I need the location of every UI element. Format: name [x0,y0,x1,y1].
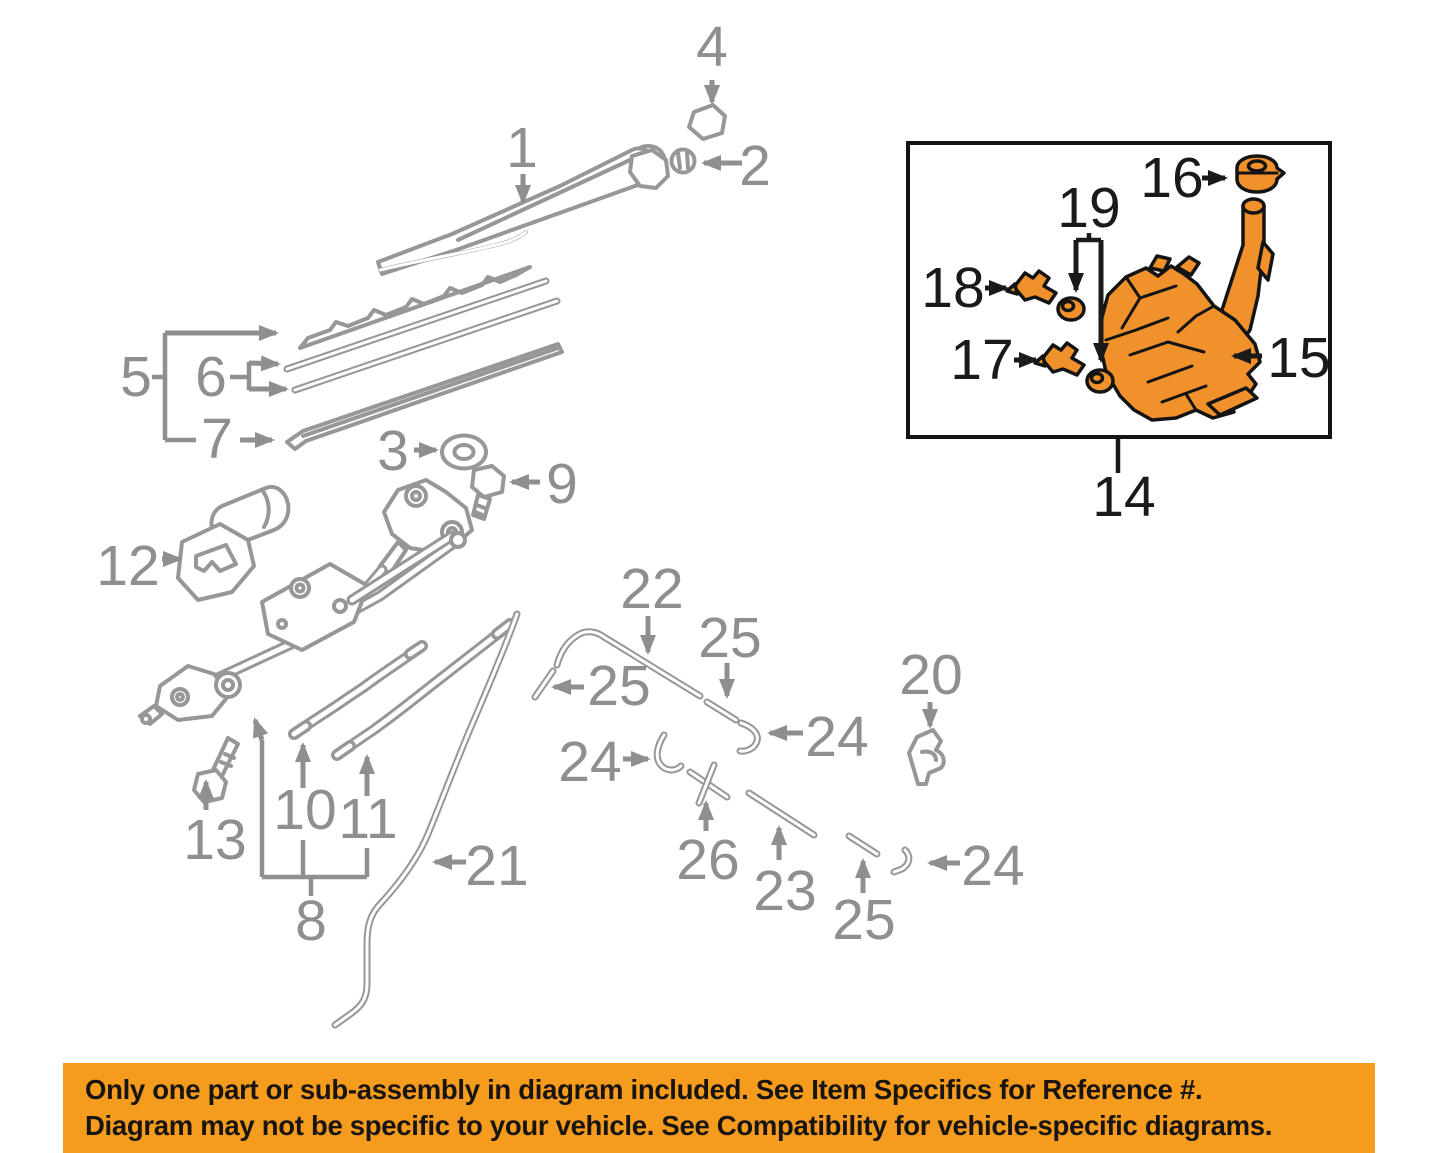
callout-1: 1 [506,116,538,180]
hose-elbow-24a [736,719,761,755]
washer-hose-22 [553,628,704,700]
pivot-washer [440,433,488,471]
callout-4: 4 [696,15,728,79]
callout-18: 18 [921,256,984,320]
callout-24a: 24 [805,705,868,769]
callout-26: 26 [676,828,739,892]
hose-connector-26 [686,761,731,807]
wiper-blade [298,265,532,350]
callout-22: 22 [620,557,683,621]
callout-19: 19 [1057,176,1120,240]
callout-13: 13 [183,808,246,872]
callout-12: 12 [96,534,159,598]
callout-3: 3 [377,419,409,483]
link-rod-10 [288,640,428,740]
callout-6: 6 [195,345,227,409]
callout-17: 17 [950,328,1013,392]
hose-joint-25a [531,667,557,701]
callout-leaders-black [985,170,1262,368]
arm-nut [669,147,697,175]
wiper-motor [176,485,291,602]
callout-14: 14 [1092,465,1155,529]
wiper-arm [376,144,670,276]
callout-leaders-gray [152,80,960,896]
callout-21: 21 [465,834,528,898]
callout-2: 2 [739,134,771,198]
frame-bolt [192,736,240,804]
disclaimer-line-2: Diagram may not be specific to your vehi… [85,1110,1273,1141]
callout-5: 5 [120,345,152,409]
callout-24b: 24 [558,730,621,794]
callout-10: 10 [273,778,336,842]
callout-15: 15 [1267,326,1330,390]
washer-nozzle-18 [1005,269,1058,305]
link-rod-11 [331,618,516,761]
grommet-19b [1085,368,1115,394]
washer-hose-21 [331,610,521,1029]
callout-25b: 25 [698,606,761,670]
hose-tube-23 [745,789,818,839]
callout-8: 8 [295,889,327,953]
hose-elbow-24c [890,846,913,876]
callout-25c: 25 [832,888,895,952]
linkage-frame [138,530,467,726]
arm-cap [687,103,727,141]
hose-joint-25c [845,832,881,858]
callout-24c: 24 [961,834,1024,898]
hose-elbow-24b [653,731,685,774]
blade-backing-strip [285,342,564,451]
washer-nozzle-20 [907,728,946,786]
blade-strip-upper [283,277,550,373]
callout-23: 23 [753,859,816,923]
callout-11: 11 [338,787,397,851]
callout-7: 7 [201,407,233,471]
callout-9: 9 [546,452,578,516]
hose-joint-25b [703,698,740,724]
disclaimer-line-1: Only one part or sub-assembly in diagram… [85,1074,1203,1105]
grommet-19a [1056,296,1086,322]
washer-reservoir-assembly [1005,154,1286,422]
callout-25a: 25 [587,654,650,718]
blade-strip-lower [291,297,561,394]
disclaimer-banner: Only one part or sub-assembly in diagram… [63,1063,1375,1153]
callout-20: 20 [899,643,962,707]
callout-16: 16 [1140,146,1203,210]
pivot-bolt [470,464,506,521]
